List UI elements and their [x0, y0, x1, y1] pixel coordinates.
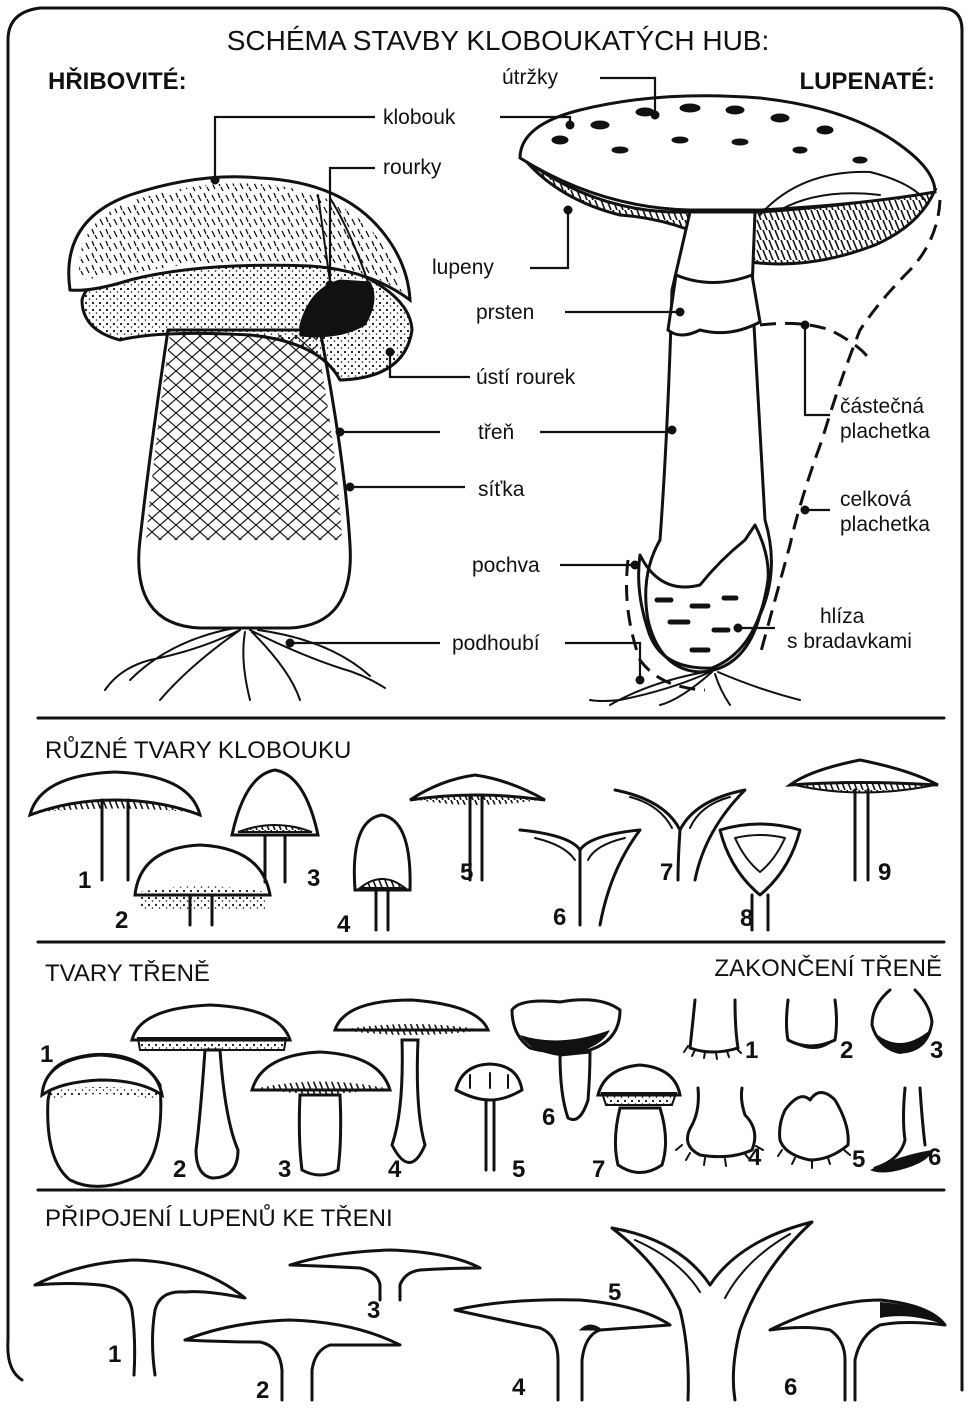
label-klobouk: klobouk: [383, 106, 456, 129]
label-usti-rourek: ústí rourek: [476, 366, 576, 389]
gill-attachment-heading: PŘIPOJENÍ LUPENŮ KE TŘENI: [45, 1203, 393, 1232]
cap-shape-5: [410, 775, 545, 880]
stem-end-number-4: 4: [748, 1144, 762, 1171]
cap-shape-2: [135, 845, 270, 925]
gill-number-3: 3: [367, 1297, 380, 1324]
stem-number-7: 7: [592, 1156, 605, 1183]
gill-attachment-1: [35, 1260, 245, 1375]
stem-number-5: 5: [512, 1156, 525, 1183]
gill-attachment-4: [455, 1300, 670, 1400]
gill-attachment-2: [185, 1320, 400, 1400]
stem-end-number-5: 5: [852, 1146, 865, 1173]
bolete-net-pattern: [146, 335, 342, 540]
cap-number-7: 7: [660, 859, 673, 886]
stem-end-number-2: 2: [840, 1037, 853, 1064]
cap-number-1: 1: [78, 867, 91, 894]
label-lupeny: lupeny: [432, 256, 494, 279]
cap-number-5: 5: [460, 859, 473, 886]
right-type-heading: LUPENATÉ:: [799, 67, 935, 95]
stem-number-4: 4: [388, 1156, 402, 1183]
cap-shape-8: [720, 824, 800, 930]
stem-number-1: 1: [40, 1041, 53, 1068]
stem-end-5: [778, 1093, 850, 1169]
label-prsten: prsten: [476, 301, 534, 324]
label-celkova-1: celková: [840, 488, 912, 511]
cap-shape-9: [790, 760, 938, 880]
cap-shape-7: [615, 790, 745, 880]
gill-attachment-3: [290, 1250, 480, 1300]
label-casticna-2: plachetka: [840, 420, 930, 443]
stem-end-numbers: 1 2 3 4 5 6: [745, 1037, 943, 1173]
label-hliza-1: hlíza: [820, 605, 865, 628]
stem-end-number-1: 1: [745, 1037, 758, 1064]
label-sitka: síťka: [478, 478, 525, 501]
label-celkova-2: plachetka: [840, 513, 930, 536]
left-type-heading: HŘIBOVITÉ:: [48, 67, 187, 95]
stem-end-6: [870, 1088, 932, 1173]
cap-number-3: 3: [307, 865, 320, 892]
stem-end-1: [684, 1000, 741, 1059]
gill-number-1: 1: [108, 1341, 121, 1368]
stem-shape-7: [598, 1065, 680, 1173]
stem-number-6: 6: [542, 1104, 555, 1131]
label-utrzky: útržky: [502, 66, 559, 89]
stem-end-number-3: 3: [930, 1037, 943, 1064]
stem-shape-6: [512, 1000, 620, 1120]
gill-number-4: 4: [512, 1374, 526, 1401]
stem-shapes-heading: TVARY TŘENĚ: [45, 960, 210, 987]
stem-ends-heading: ZAKONČENÍ TŘENĚ: [714, 954, 942, 982]
bolete-mycelium: [105, 628, 385, 700]
label-rourky: rourky: [383, 156, 442, 179]
label-casticna-1: částečná: [840, 395, 924, 418]
gill-number-6: 6: [784, 1374, 797, 1401]
cap-number-8: 8: [740, 905, 753, 932]
page-title: SCHÉMA STAVBY KLOBOUKATÝCH HUB:: [227, 25, 770, 56]
label-podhoubi: podhoubí: [452, 632, 540, 655]
cap-number-4: 4: [337, 911, 351, 938]
bolete-illustration: [69, 177, 412, 700]
gill-number-2: 2: [256, 1377, 269, 1404]
cap-shape-4: [354, 815, 410, 930]
stem-end-2: [787, 1000, 837, 1049]
stem-end-number-6: 6: [928, 1144, 941, 1171]
stem-shape-3: [252, 1052, 390, 1175]
stem-shape-1: [42, 1054, 162, 1186]
amanita-partial-veil: [760, 323, 870, 360]
cap-number-6: 6: [553, 904, 566, 931]
stem-shape-5: [456, 1064, 522, 1170]
label-tren: třeň: [478, 421, 514, 444]
label-hliza-2: s bradavkami: [787, 630, 912, 653]
cap-number-9: 9: [878, 859, 891, 886]
amanita-ring: [668, 275, 760, 335]
cap-number-2: 2: [115, 907, 128, 934]
gill-number-5: 5: [608, 1279, 621, 1306]
cap-shape-6: [520, 830, 640, 925]
label-pochva: pochva: [472, 554, 540, 577]
stem-number-3: 3: [278, 1156, 291, 1183]
stem-number-2: 2: [173, 1156, 186, 1183]
cap-shapes-heading: RŮZNÉ TVARY KLOBOUKU: [45, 735, 351, 764]
stem-end-3: [872, 990, 932, 1054]
